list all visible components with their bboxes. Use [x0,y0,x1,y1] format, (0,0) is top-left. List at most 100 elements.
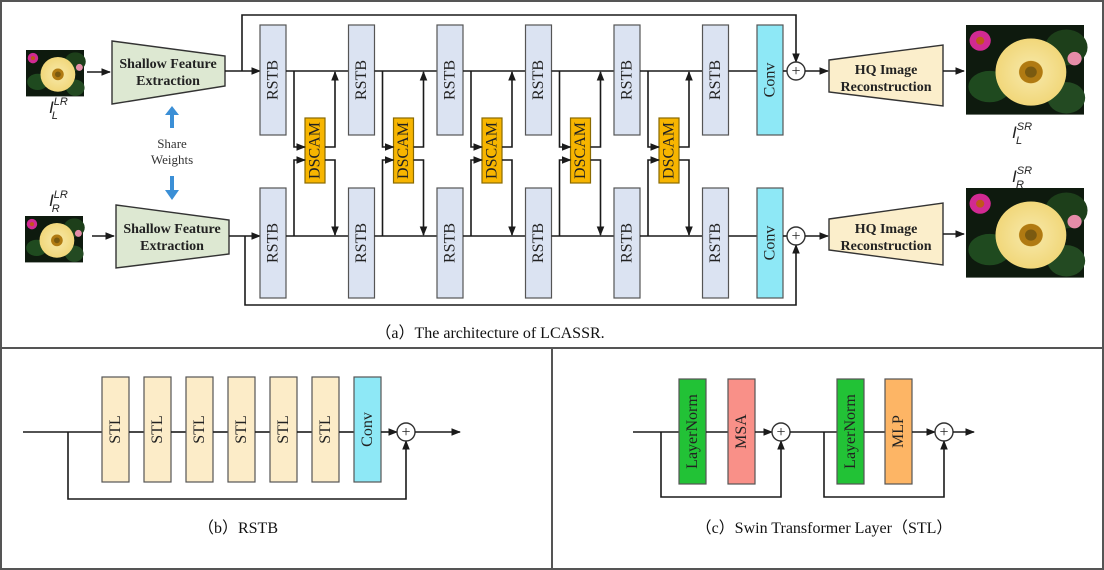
rstb-top-6: RSTB [701,24,730,136]
rstb-top-5-label: RSTB [619,60,636,100]
conv-top-label: Conv [762,63,779,98]
dscam-3: DSCAM [481,117,503,184]
stl-block-5: STL [269,376,298,483]
rstb-top-6-rect [701,24,730,136]
dscam-in-top-1 [293,71,306,151]
hq-reconstruction-bottom: HQ Image Reconstruction [828,202,944,266]
rstb-top-3-rect [436,24,464,136]
rstb-bottom-1: RSTB [259,187,287,299]
rstb-bottom-4-rect [524,187,553,299]
stl-block-5-label: STL [275,415,292,443]
dscam-in-bottom-1 [293,156,306,236]
rstb-conv-block: Conv [353,376,382,483]
layernorm-block-2: LayerNorm [836,378,865,485]
caption-panel-c: （c）Swin Transformer Layer（STL） [696,519,953,537]
stl-block-1-label: STL [107,415,124,443]
rstb-bottom-3: RSTB [436,187,464,299]
rstb-bottom-6-label: RSTB [707,223,724,263]
rstb-top-2-rect [347,24,376,136]
plus-icon: + [791,228,800,245]
rstb-bottom-2-label: RSTB [353,223,370,263]
dscam-in-bottom-3 [470,156,483,236]
dscam-label: DSCAM [484,122,501,179]
layernorm-block-2-rect [836,378,865,485]
mlp-block-label: MLP [890,415,907,448]
sfe-bottom-label-2: Extraction [140,239,204,254]
rstb-bottom-4-label: RSTB [530,223,547,263]
hq-bottom-label-2: Reconstruction [841,239,932,254]
share-label-1: Share [157,136,187,151]
stl-block-6-rect [311,376,340,483]
msa-block: MSA [727,378,756,485]
mlp-block: MLP [884,378,913,485]
dscam-out-bottom-2 [413,159,428,236]
rstb-top-4-label: RSTB [530,60,547,100]
hq-top-label-1: HQ Image [855,63,918,78]
sfe-bottom-label-1: Shallow Feature [123,222,220,237]
output-image-right [966,188,1088,278]
sfe-top-label-2: Extraction [136,74,200,89]
rstb-bottom-1-label: RSTB [265,223,282,263]
rstb-top-4-rect [524,24,553,136]
dscam-out-bottom-3 [502,159,516,236]
hq-top-label-2: Reconstruction [841,80,932,95]
dscam-out-bottom-5 [679,159,693,236]
dscam-out-top-2 [413,71,428,148]
plus-icon: + [939,424,948,441]
conv-bottom-rect [756,187,784,299]
stl-skip-2 [823,432,948,498]
mlp-block-rect [884,378,913,485]
layernorm-block-2-label: LayerNorm [842,394,859,469]
stl-block-3-label: STL [191,415,208,443]
layernorm-block-1-label: LayerNorm [684,394,701,469]
dscam-1: DSCAM [304,117,326,184]
rstb-skip-line [67,432,410,500]
rstb-top-1-label: RSTB [265,60,282,100]
shallow-feature-extraction-top: Shallow Feature Extraction [111,40,226,105]
dscam-out-top-3 [502,71,516,148]
rstb-bottom-5-label: RSTB [619,223,636,263]
share-label-2: Weights [151,152,193,167]
add-node-bottom: + [786,226,806,246]
stl-block-4-rect [227,376,256,483]
dscam-out-bottom-4 [590,159,605,236]
stl-block-2-label: STL [149,415,166,443]
rstb-conv-block-rect [353,376,382,483]
rstb-bottom-2: RSTB [347,187,376,299]
dscam-out-top-4 [590,71,605,148]
msa-block-label: MSA [733,414,750,449]
rstb-top-6-label: RSTB [707,60,724,100]
plus-icon: + [791,63,800,80]
rstb-top-1: RSTB [259,24,287,136]
dscam-label: DSCAM [572,122,589,179]
caption-panel-a: （a）The architecture of LCASSR. [375,324,604,342]
msa-block-rect [727,378,756,485]
rstb-bottom-6-rect [701,187,730,299]
hq-reconstruction-top: HQ Image Reconstruction [828,44,944,107]
stl-block-3-rect [185,376,214,483]
rstb-top-1-rect [259,24,287,136]
output-image-left [966,25,1088,115]
stl-block-6: STL [311,376,340,483]
dscam-in-top-2 [381,71,395,151]
conv-bottom: Conv [756,187,784,299]
global-skip-bottom [244,236,800,306]
dscam-5: DSCAM [658,117,680,184]
rstb-add-node: + [396,422,416,442]
dscam-in-top-5 [647,71,660,151]
arrow-up-icon [165,106,179,128]
dscam-out-bottom-1 [325,159,339,236]
rstb-top-5: RSTB [613,24,641,136]
conv-bottom-label: Conv [762,226,779,261]
stl-block-4-label: STL [233,415,250,443]
dscam-out-top-1 [325,71,339,148]
rstb-bottom-5-rect [613,187,641,299]
rstb-top-3: RSTB [436,24,464,136]
dscam-label: DSCAM [307,122,324,179]
rstb-top-2: RSTB [347,24,376,136]
